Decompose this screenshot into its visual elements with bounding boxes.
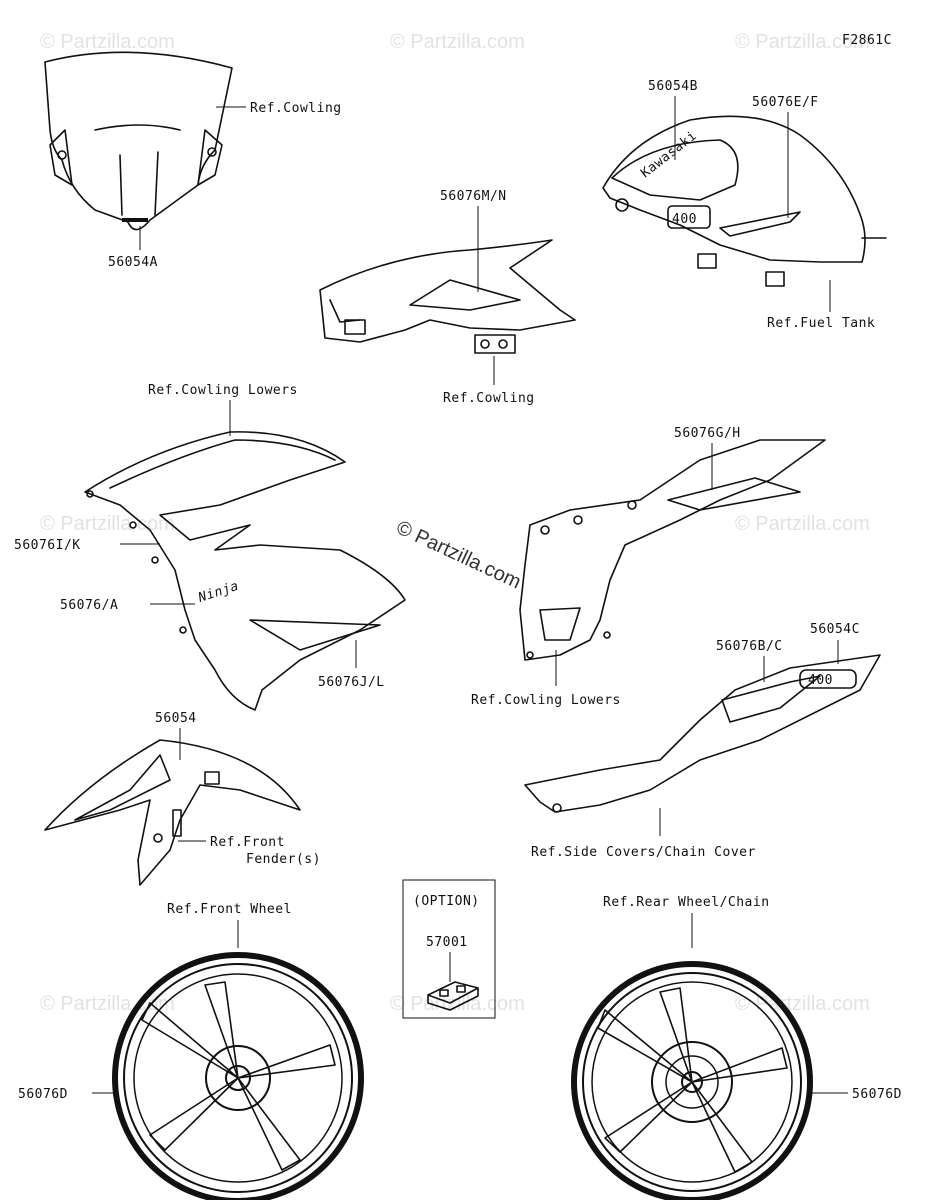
rear-wheel-illustration[interactable] bbox=[571, 961, 813, 1200]
callout-fender-part: 56054 bbox=[155, 711, 197, 726]
watermark: © Partzilla.com bbox=[390, 31, 525, 53]
callout-lower-right-ref: Ref.Cowling Lowers bbox=[471, 693, 621, 708]
callout-center-cowl-ref: Ref.Cowling bbox=[443, 391, 535, 406]
callout-windshield-part: 56054A bbox=[108, 255, 158, 270]
callout-fender-ref-1: Ref.Front bbox=[210, 835, 285, 850]
callout-tail-part-2: 56054C bbox=[810, 622, 860, 637]
callout-rear-wheel-ref: Ref.Rear Wheel/Chain bbox=[603, 895, 770, 910]
callout-tank-part-2: 56076E/F bbox=[752, 95, 819, 110]
callout-lower-left-part-3: 56076J/L bbox=[318, 675, 385, 690]
callout-tank-part-1: 56054B bbox=[648, 79, 698, 94]
figure-code: F2861C bbox=[842, 33, 892, 48]
watermark: © Partzilla.com bbox=[390, 993, 525, 1015]
callout-front-wheel-part: 56076D bbox=[18, 1087, 68, 1102]
option-box: (OPTION) 57001 bbox=[402, 879, 496, 1019]
decal-displacement-tank: 400 bbox=[672, 212, 697, 227]
callout-tail-part-1: 56076B/C bbox=[716, 639, 783, 654]
callout-center-cowl-part: 56076M/N bbox=[440, 189, 507, 204]
watermark: © Partzilla.com bbox=[735, 31, 870, 53]
watermark: © Partzilla.com bbox=[40, 513, 175, 535]
decal-displacement-tail: 400 bbox=[808, 673, 833, 688]
option-label: (OPTION) bbox=[413, 894, 480, 909]
decal-model-script: Ninja bbox=[196, 579, 241, 606]
callout-lower-right-part: 56076G/H bbox=[674, 426, 741, 441]
callout-tail-ref: Ref.Side Covers/Chain Cover bbox=[531, 845, 756, 860]
front-fender-illustration[interactable] bbox=[44, 739, 301, 886]
watermark-layer: © Partzilla.com © Partzilla.com © Partzi… bbox=[40, 31, 870, 1015]
fuel-tank-illustration[interactable] bbox=[602, 115, 887, 287]
callout-front-wheel-ref: Ref.Front Wheel bbox=[167, 902, 292, 917]
callout-lower-left-part-1: 56076I/K bbox=[14, 538, 81, 553]
watermark: © Partzilla.com bbox=[40, 993, 175, 1015]
windshield-illustration[interactable] bbox=[44, 51, 233, 231]
center-cowl-illustration[interactable] bbox=[319, 239, 576, 354]
option-part: 57001 bbox=[426, 935, 468, 950]
callout-rear-wheel-part: 56076D bbox=[852, 1087, 902, 1102]
callout-lower-left-ref: Ref.Cowling Lowers bbox=[148, 383, 298, 398]
callout-windshield-ref: Ref.Cowling bbox=[250, 101, 342, 116]
callout-fender-ref-2: Fender(s) bbox=[246, 852, 321, 867]
option-clip-illustration[interactable] bbox=[427, 981, 479, 1011]
callout-lower-left-part-2: 56076/A bbox=[60, 598, 118, 613]
copyright-mark: © Partzilla.com bbox=[393, 517, 524, 594]
right-cowling-illustration[interactable] bbox=[519, 439, 826, 661]
watermark: © Partzilla.com bbox=[735, 993, 870, 1015]
left-cowling-illustration[interactable] bbox=[84, 431, 406, 711]
option-box-frame bbox=[402, 879, 496, 1019]
callout-tank-ref: Ref.Fuel Tank bbox=[767, 316, 875, 331]
watermark: © Partzilla.com bbox=[40, 31, 175, 53]
watermark: © Partzilla.com bbox=[735, 513, 870, 535]
front-wheel-illustration[interactable] bbox=[112, 952, 364, 1200]
tail-cover-illustration[interactable] bbox=[524, 654, 881, 813]
